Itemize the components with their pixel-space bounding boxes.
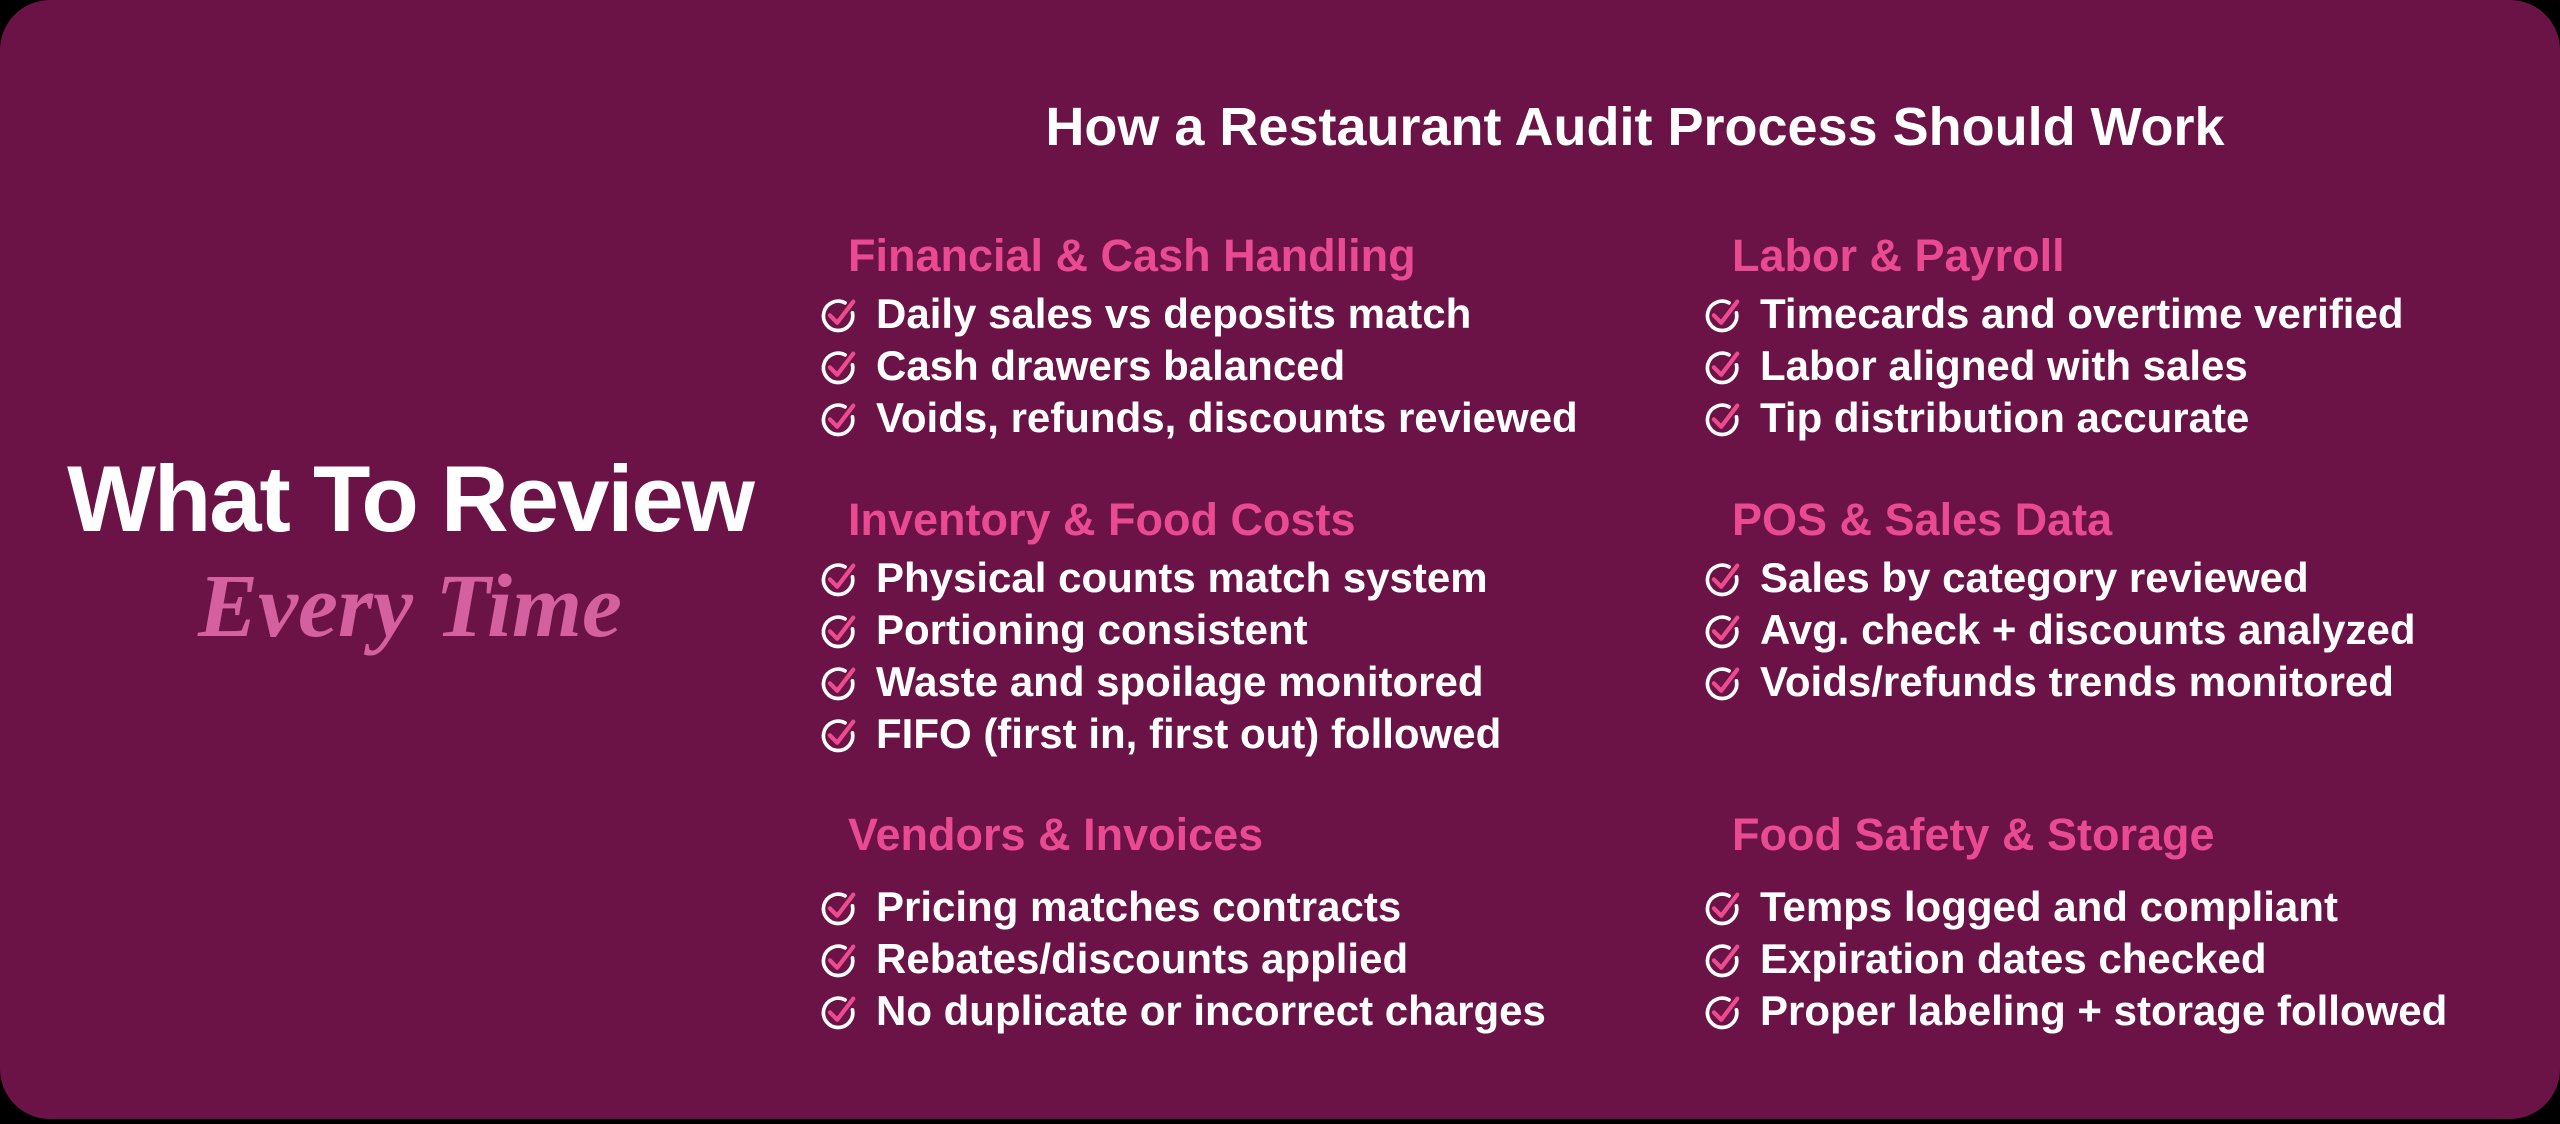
- check-circle-icon: [1705, 351, 1740, 385]
- checklist-item-label: Proper labeling + storage followed: [1760, 987, 2448, 1034]
- section-food-safety-storage: Food Safety & Storage Temps logged and c…: [1702, 812, 2560, 1037]
- left-heading-panel: What To Review Every Time: [50, 452, 770, 652]
- checklist-item-label: Physical counts match system: [876, 554, 1488, 601]
- section-title: Vendors & Invoices: [848, 809, 1264, 860]
- checklist-item: Voids/refunds trends monitored: [1702, 656, 2560, 708]
- checklist-item-label: Rebates/discounts applied: [876, 935, 1409, 982]
- checklist: Temps logged and compliant Expiration da…: [1702, 881, 2560, 1037]
- checklist-item: Sales by category reviewed: [1702, 552, 2560, 604]
- check-circle-icon: [821, 299, 856, 333]
- checklist-item-label: FIFO (first in, first out) followed: [876, 710, 1502, 757]
- checklist-item-label: Voids, refunds, discounts reviewed: [876, 394, 1578, 441]
- check-circle-icon: [1705, 892, 1740, 926]
- section-labor-payroll: Labor & Payroll Timecards and overtime v…: [1702, 233, 2560, 444]
- check-circle-icon: [1705, 299, 1740, 333]
- checklist-item: Temps logged and compliant: [1702, 881, 2560, 933]
- check-circle-icon: [1705, 996, 1740, 1030]
- checklist-item-label: Sales by category reviewed: [1760, 554, 2309, 601]
- section-title: Financial & Cash Handling: [848, 230, 1416, 281]
- check-circle-icon: [1705, 667, 1740, 701]
- check-circle-icon: [821, 667, 856, 701]
- checklist-item: Pricing matches contracts: [818, 881, 1688, 933]
- section-inventory-food-costs: Inventory & Food Costs Physical counts m…: [818, 497, 1688, 760]
- section-title: Inventory & Food Costs: [848, 494, 1356, 545]
- checklist-item: Avg. check + discounts analyzed: [1702, 604, 2560, 656]
- checklist-item: Labor aligned with sales: [1702, 340, 2560, 392]
- checklist-item: Daily sales vs deposits match: [818, 288, 1688, 340]
- checklist-item-label: Waste and spoilage monitored: [876, 658, 1484, 705]
- check-circle-icon: [1705, 403, 1740, 437]
- checklist: Sales by category reviewed Avg. check + …: [1702, 552, 2560, 708]
- checklist-item: Tip distribution accurate: [1702, 392, 2560, 444]
- section-financial-cash-handling: Financial & Cash Handling Daily sales vs…: [818, 233, 1688, 444]
- checklist-item: Portioning consistent: [818, 604, 1688, 656]
- checklist-item: Waste and spoilage monitored: [818, 656, 1688, 708]
- section-title: POS & Sales Data: [1732, 494, 2113, 545]
- checklist-item-label: Expiration dates checked: [1760, 935, 2267, 982]
- section-pos-sales-data: POS & Sales Data Sales by category revie…: [1702, 497, 2560, 708]
- checklist-item: Rebates/discounts applied: [818, 933, 1688, 985]
- checklist-item-label: Voids/refunds trends monitored: [1760, 658, 2394, 705]
- checklist-item-label: Tip distribution accurate: [1760, 394, 2250, 441]
- checklist-item-label: Temps logged and compliant: [1760, 883, 2338, 930]
- section-title: Labor & Payroll: [1732, 230, 2065, 281]
- checklist-item: Timecards and overtime verified: [1702, 288, 2560, 340]
- checklist-item-label: Pricing matches contracts: [876, 883, 1402, 930]
- checklist-item-label: Portioning consistent: [876, 606, 1308, 653]
- check-circle-icon: [1705, 944, 1740, 978]
- left-heading-line1: What To Review: [67, 446, 755, 551]
- check-circle-icon: [1705, 615, 1740, 649]
- checklist-item-label: Labor aligned with sales: [1760, 342, 2248, 389]
- check-circle-icon: [821, 615, 856, 649]
- left-heading-line2: Every Time: [198, 557, 622, 656]
- checklist-item: Physical counts match system: [818, 552, 1688, 604]
- checklist-item: No duplicate or incorrect charges: [818, 985, 1688, 1037]
- checklist-item: Cash drawers balanced: [818, 340, 1688, 392]
- page-title: How a Restaurant Audit Process Should Wo…: [1045, 97, 2225, 157]
- check-circle-icon: [821, 351, 856, 385]
- check-circle-icon: [821, 563, 856, 597]
- checklist: Timecards and overtime verified Labor al…: [1702, 288, 2560, 444]
- check-circle-icon: [1705, 563, 1740, 597]
- checklist: Daily sales vs deposits match Cash drawe…: [818, 288, 1688, 444]
- section-vendors-invoices: Vendors & Invoices Pricing matches contr…: [818, 812, 1688, 1037]
- section-title: Food Safety & Storage: [1732, 809, 2215, 860]
- checklist-item-label: Timecards and overtime verified: [1760, 290, 2404, 337]
- check-circle-icon: [821, 719, 856, 753]
- check-circle-icon: [821, 996, 856, 1030]
- checklist-item-label: Cash drawers balanced: [876, 342, 1346, 389]
- checklist-item: Voids, refunds, discounts reviewed: [818, 392, 1688, 444]
- checklist-item-label: No duplicate or incorrect charges: [876, 987, 1546, 1034]
- checklist-item: FIFO (first in, first out) followed: [818, 708, 1688, 760]
- checklist-item-label: Avg. check + discounts analyzed: [1760, 606, 2416, 653]
- checklist-item: Proper labeling + storage followed: [1702, 985, 2560, 1037]
- check-circle-icon: [821, 944, 856, 978]
- checklist: Pricing matches contracts Rebates/discou…: [818, 881, 1688, 1037]
- checklist-item: Expiration dates checked: [1702, 933, 2560, 985]
- check-circle-icon: [821, 403, 856, 437]
- checklist-item-label: Daily sales vs deposits match: [876, 290, 1472, 337]
- check-circle-icon: [821, 892, 856, 926]
- checklist: Physical counts match system Portioning …: [818, 552, 1688, 760]
